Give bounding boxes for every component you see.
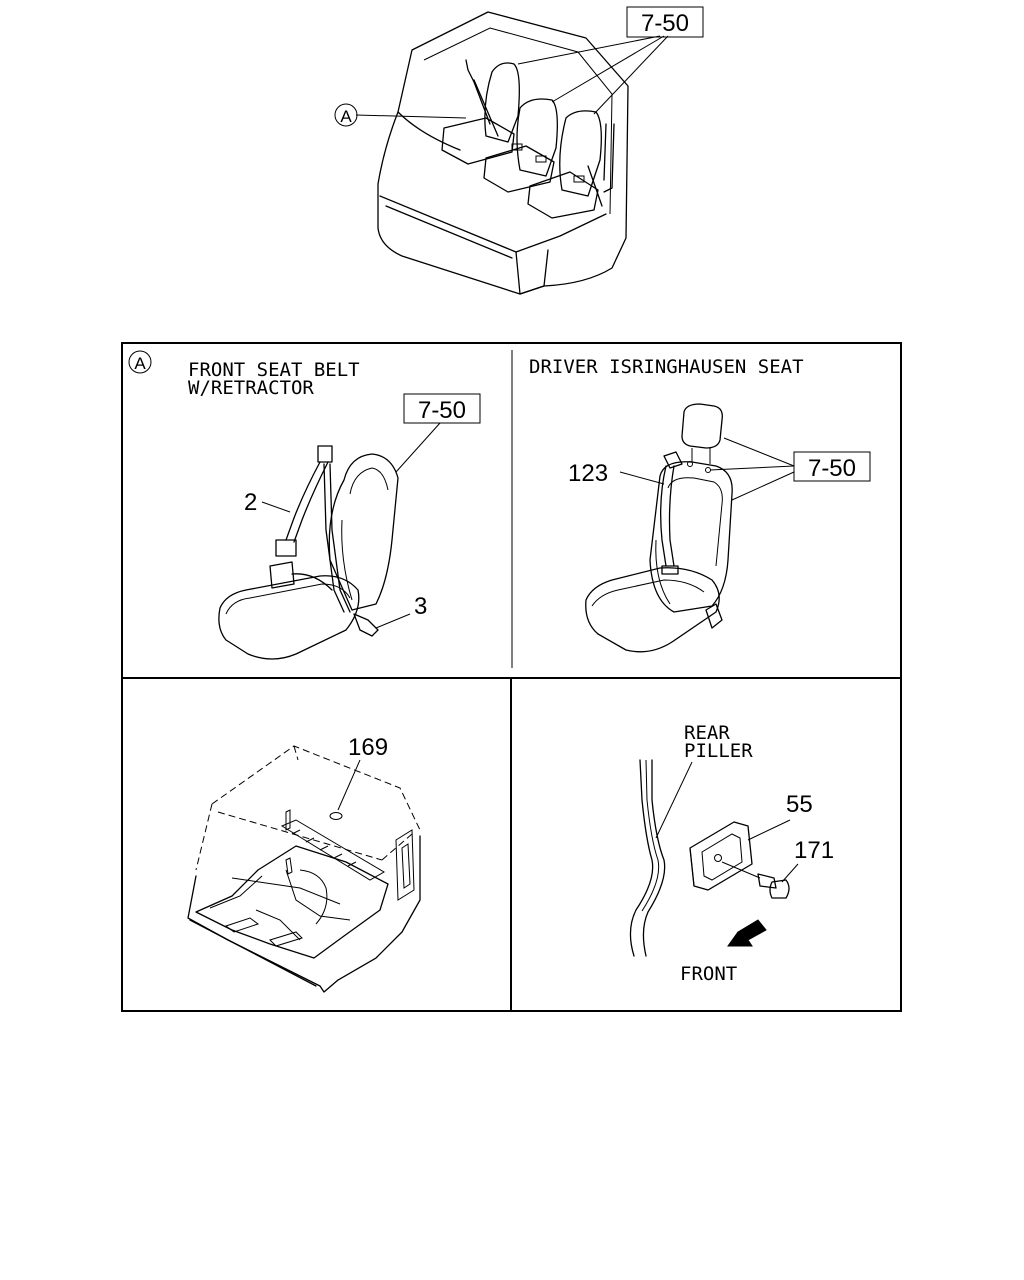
front-belt-ref-box (403, 393, 481, 424)
part-number-123: 123 (568, 460, 608, 487)
front-direction-arrow-icon (727, 919, 767, 947)
cab-floor-illustration (187, 745, 421, 993)
overview-callout-circle (334, 103, 358, 127)
overview-callout-letter: A (340, 107, 352, 126)
panel-callout-letter: A (134, 354, 146, 373)
front-belt-title: FRONT SEAT BELT (188, 359, 360, 381)
part-number-171: 171 (794, 837, 834, 864)
front-belt-subtitle: W/RETRACTOR (188, 377, 314, 399)
overview-ref-label: 7-50 (641, 10, 689, 37)
front-belt-ref-label: 7-50 (418, 397, 466, 424)
rear-pillar-illustration (629, 759, 799, 957)
front-direction-label: FRONT (680, 963, 737, 985)
part-number-2: 2 (244, 489, 257, 516)
pillar-label-line1: REAR (684, 722, 730, 744)
driver-seat-title: DRIVER ISRINGHAUSEN SEAT (529, 356, 804, 378)
overview-cab-illustration (355, 11, 669, 295)
pillar-label-line2: PILLER (684, 740, 753, 762)
front-seat-illustration (218, 422, 441, 660)
driver-seat-ref-label: 7-50 (808, 455, 856, 482)
part-number-55: 55 (786, 791, 813, 818)
panel-callout-circle (128, 350, 152, 374)
part-number-3: 3 (414, 593, 427, 620)
part-number-169: 169 (348, 734, 388, 761)
driver-seat-illustration (585, 403, 795, 653)
overview-ref-box (626, 6, 704, 38)
